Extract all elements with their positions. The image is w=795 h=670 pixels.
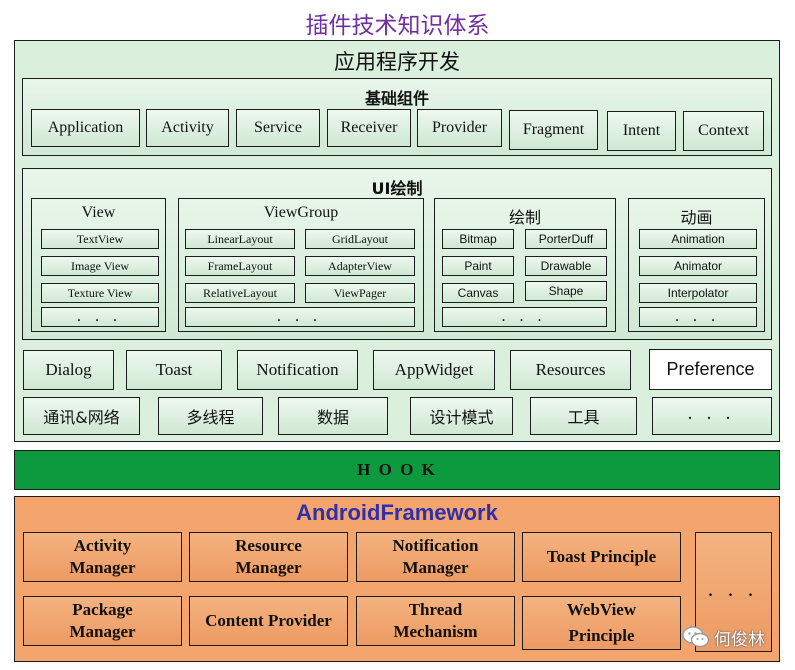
row1-appwidget: AppWidget — [373, 350, 495, 390]
draw-item-canvas: Canvas — [442, 283, 514, 303]
basic-item-intent: Intent — [607, 111, 676, 151]
viewgroup-title: ViewGroup — [263, 204, 339, 221]
animation-title: 动画 — [680, 208, 713, 227]
viewgroup-item-gridlayout: GridLayout — [305, 229, 415, 249]
row1-toast: Toast — [126, 350, 222, 390]
row1-resources: Resources — [510, 350, 631, 390]
framework-package-manager: Package Manager — [23, 596, 182, 646]
basic-components-title: 基础组件 — [364, 89, 429, 108]
draw-title: 绘制 — [508, 208, 541, 227]
view-item-textview: TextView — [41, 229, 159, 249]
viewgroup-item-framelayout: FrameLayout — [185, 256, 295, 276]
viewgroup-item-more: . . . — [185, 307, 415, 327]
basic-item-provider: Provider — [417, 109, 502, 147]
watermark-text: 何俊林 — [714, 629, 765, 650]
view-item-imageview: Image View — [41, 256, 159, 276]
row1-dialog: Dialog — [23, 350, 114, 390]
diagram-title: 插件技术知识体系 — [305, 13, 490, 39]
draw-item-drawable: Drawable — [525, 256, 607, 276]
draw-item-shape: Shape — [525, 281, 607, 301]
animation-item-interpolator: Interpolator — [639, 283, 757, 303]
framework-activity-manager: Activity Manager — [23, 532, 182, 582]
framework-more: . . . — [695, 532, 772, 652]
draw-item-bitmap: Bitmap — [442, 229, 514, 249]
framework-content-provider: Content Provider — [189, 596, 348, 646]
basic-item-activity: Activity — [146, 109, 229, 147]
row1-preference: Preference — [649, 349, 772, 390]
animation-item-animation: Animation — [639, 229, 757, 249]
row2-communication: 通讯&网络 — [23, 397, 140, 435]
view-item-more: . . . — [41, 307, 159, 327]
wechat-icon — [682, 626, 710, 648]
viewgroup-item-relativelayout: RelativeLayout — [185, 283, 295, 303]
basic-item-application: Application — [31, 109, 140, 147]
framework-title: AndroidFramework — [296, 500, 498, 525]
basic-item-service: Service — [236, 109, 320, 147]
row2-more: . . . — [652, 397, 772, 435]
framework-notification-manager: Notification Manager — [356, 532, 515, 582]
framework-webview-principle: WebView Principle — [522, 596, 681, 650]
row1-notification: Notification — [237, 350, 358, 390]
hook-bar: H O O K — [14, 450, 780, 490]
view-item-textureview: Texture View — [41, 283, 159, 303]
animation-item-more: . . . — [639, 307, 757, 327]
viewgroup-item-adapterview: AdapterView — [305, 256, 415, 276]
app-dev-title: 应用程序开发 — [334, 50, 460, 74]
draw-item-porterduff: PorterDuff — [525, 229, 607, 249]
draw-item-paint: Paint — [442, 256, 514, 276]
watermark: 何俊林 — [682, 624, 790, 650]
row2-data: 数据 — [278, 397, 388, 435]
basic-item-receiver: Receiver — [327, 109, 411, 147]
viewgroup-item-viewpager: ViewPager — [305, 283, 415, 303]
animation-item-animator: Animator — [639, 256, 757, 276]
row2-tools: 工具 — [530, 397, 637, 435]
ui-drawing-title: UI绘制 — [371, 179, 423, 198]
view-title: View — [81, 204, 116, 221]
row2-multithread: 多线程 — [158, 397, 263, 435]
framework-thread-mechanism: Thread Mechanism — [356, 596, 515, 646]
draw-item-more: . . . — [442, 307, 607, 327]
basic-item-fragment: Fragment — [509, 110, 598, 150]
row2-design-pattern: 设计模式 — [410, 397, 513, 435]
framework-resource-manager: Resource Manager — [189, 532, 348, 582]
framework-toast-principle: Toast Principle — [522, 532, 681, 582]
viewgroup-item-linearlayout: LinearLayout — [185, 229, 295, 249]
basic-item-context: Context — [683, 111, 764, 151]
